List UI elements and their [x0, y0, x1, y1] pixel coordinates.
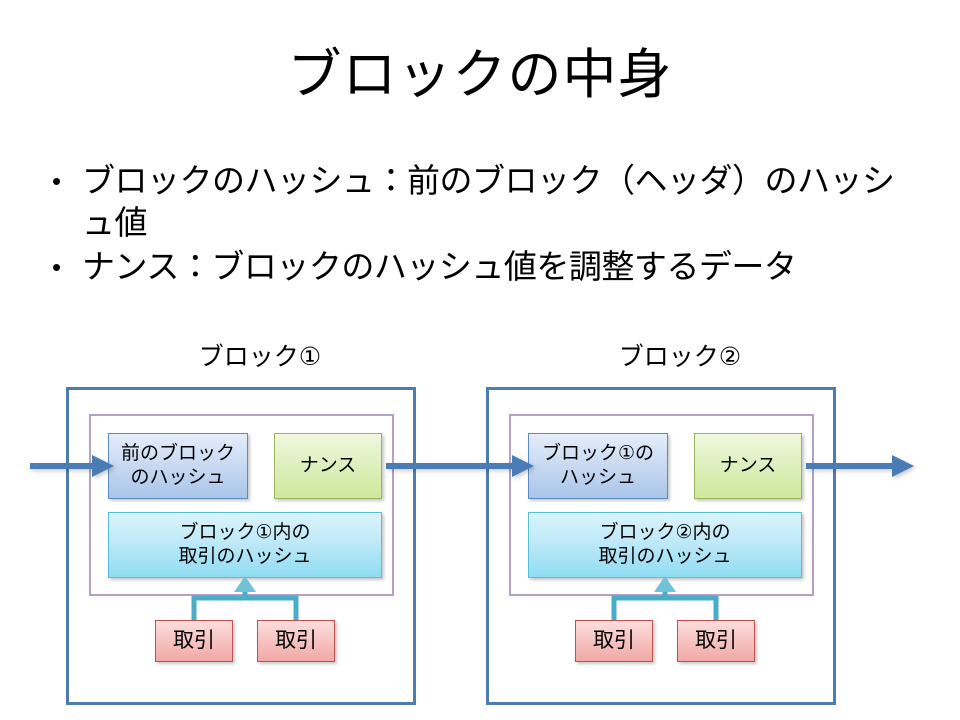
- bullet-marker: •: [52, 252, 61, 282]
- block-2-transaction-box-2[interactable]: 取引: [677, 620, 755, 662]
- block-1-prev-hash-box[interactable]: 前のブロック のハッシュ: [108, 433, 248, 499]
- chain-arrow-out-head: [892, 455, 914, 477]
- block-2-caption: ブロック②: [618, 343, 742, 371]
- block-1-tx-hash-box[interactable]: ブロック①内の 取引のハッシュ: [108, 512, 382, 578]
- block-1-nonce-box[interactable]: ナンス: [274, 433, 382, 499]
- block-1-transaction-box-2[interactable]: 取引: [257, 620, 335, 662]
- bullet-marker: •: [52, 166, 61, 196]
- page-title: ブロックの中身: [287, 45, 673, 105]
- list-item: • ナンス：ブロックのハッシュ値を調整するデータ: [46, 246, 926, 288]
- block-1-caption: ブロック①: [198, 343, 322, 371]
- block-2-transaction-box-1[interactable]: 取引: [575, 620, 653, 662]
- blockchain-diagram: ブロック① ブロック② 前のブロック のハッシュ ナンス ブロック①内の 取引の…: [0, 320, 960, 720]
- bullet-list: • ブロックのハッシュ：前のブロック（ヘッダ）のハッシュ値 • ナンス：ブロック…: [46, 160, 926, 290]
- list-item: • ブロックのハッシュ：前のブロック（ヘッダ）のハッシュ値: [46, 160, 926, 244]
- block-2-nonce-box[interactable]: ナンス: [694, 433, 802, 499]
- bullet-text: ブロックのハッシュ：前のブロック（ヘッダ）のハッシュ値: [82, 162, 895, 241]
- block-1-transaction-box-1[interactable]: 取引: [155, 620, 233, 662]
- bullet-text: ナンス：ブロックのハッシュ値を調整するデータ: [82, 248, 797, 285]
- block-2-prev-hash-box[interactable]: ブロック①の ハッシュ: [528, 433, 668, 499]
- block-2-tx-hash-box[interactable]: ブロック②内の 取引のハッシュ: [528, 512, 802, 578]
